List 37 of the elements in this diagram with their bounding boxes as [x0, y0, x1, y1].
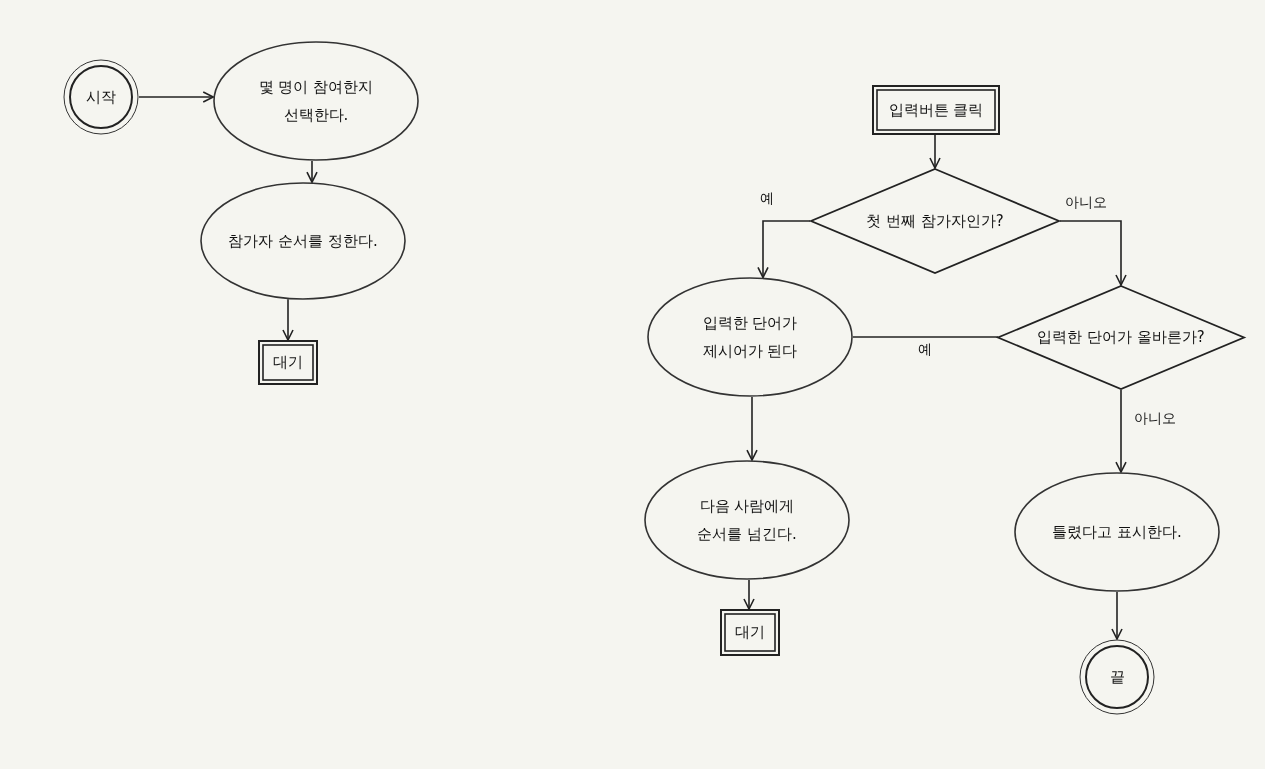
node-label: 입력버튼 클릭 — [888, 99, 984, 121]
edge-label: 아니오 — [1132, 410, 1178, 428]
node-label: 다음 사람에게 순서를 넘긴다. — [696, 495, 798, 545]
state-box — [720, 609, 780, 656]
terminal-circle — [1079, 639, 1155, 715]
node-label: 시작 — [86, 86, 116, 108]
arrow — [746, 396, 758, 461]
arrow — [282, 298, 294, 341]
process-ellipse — [200, 182, 406, 300]
arrow — [138, 91, 215, 103]
node-label: 대기 — [273, 352, 303, 374]
edge-label: 아니오 — [1063, 194, 1109, 212]
arrow — [1059, 220, 1127, 286]
arrow — [929, 134, 941, 169]
terminal-circle — [63, 59, 139, 135]
arrow — [1111, 591, 1123, 640]
node-label: 입력한 단어가 제시어가 된다 — [701, 312, 799, 362]
node-label: 대기 — [735, 622, 765, 644]
state-box — [258, 340, 318, 385]
process-ellipse — [213, 41, 419, 161]
decision-diamond — [810, 168, 1060, 274]
node-label: 끝 — [1109, 666, 1125, 688]
node-label: 몇 명이 참여한지 선택한다. — [257, 76, 375, 126]
node-label: 첫 번째 참가자인가? — [866, 210, 1004, 232]
process-ellipse — [644, 460, 850, 580]
node-label: 입력한 단어가 올바른가? — [1037, 327, 1205, 349]
process-ellipse — [1014, 472, 1220, 592]
node-label: 참가자 순서를 정한다. — [228, 230, 378, 252]
connector-line — [852, 336, 999, 338]
arrow — [757, 220, 811, 279]
node-label: 틀렸다고 표시한다. — [1052, 521, 1182, 543]
arrow — [743, 579, 755, 610]
process-ellipse — [647, 277, 853, 397]
arrow — [1115, 389, 1127, 473]
decision-diamond — [997, 285, 1245, 390]
state-box — [872, 85, 1000, 135]
arrow — [306, 160, 318, 184]
